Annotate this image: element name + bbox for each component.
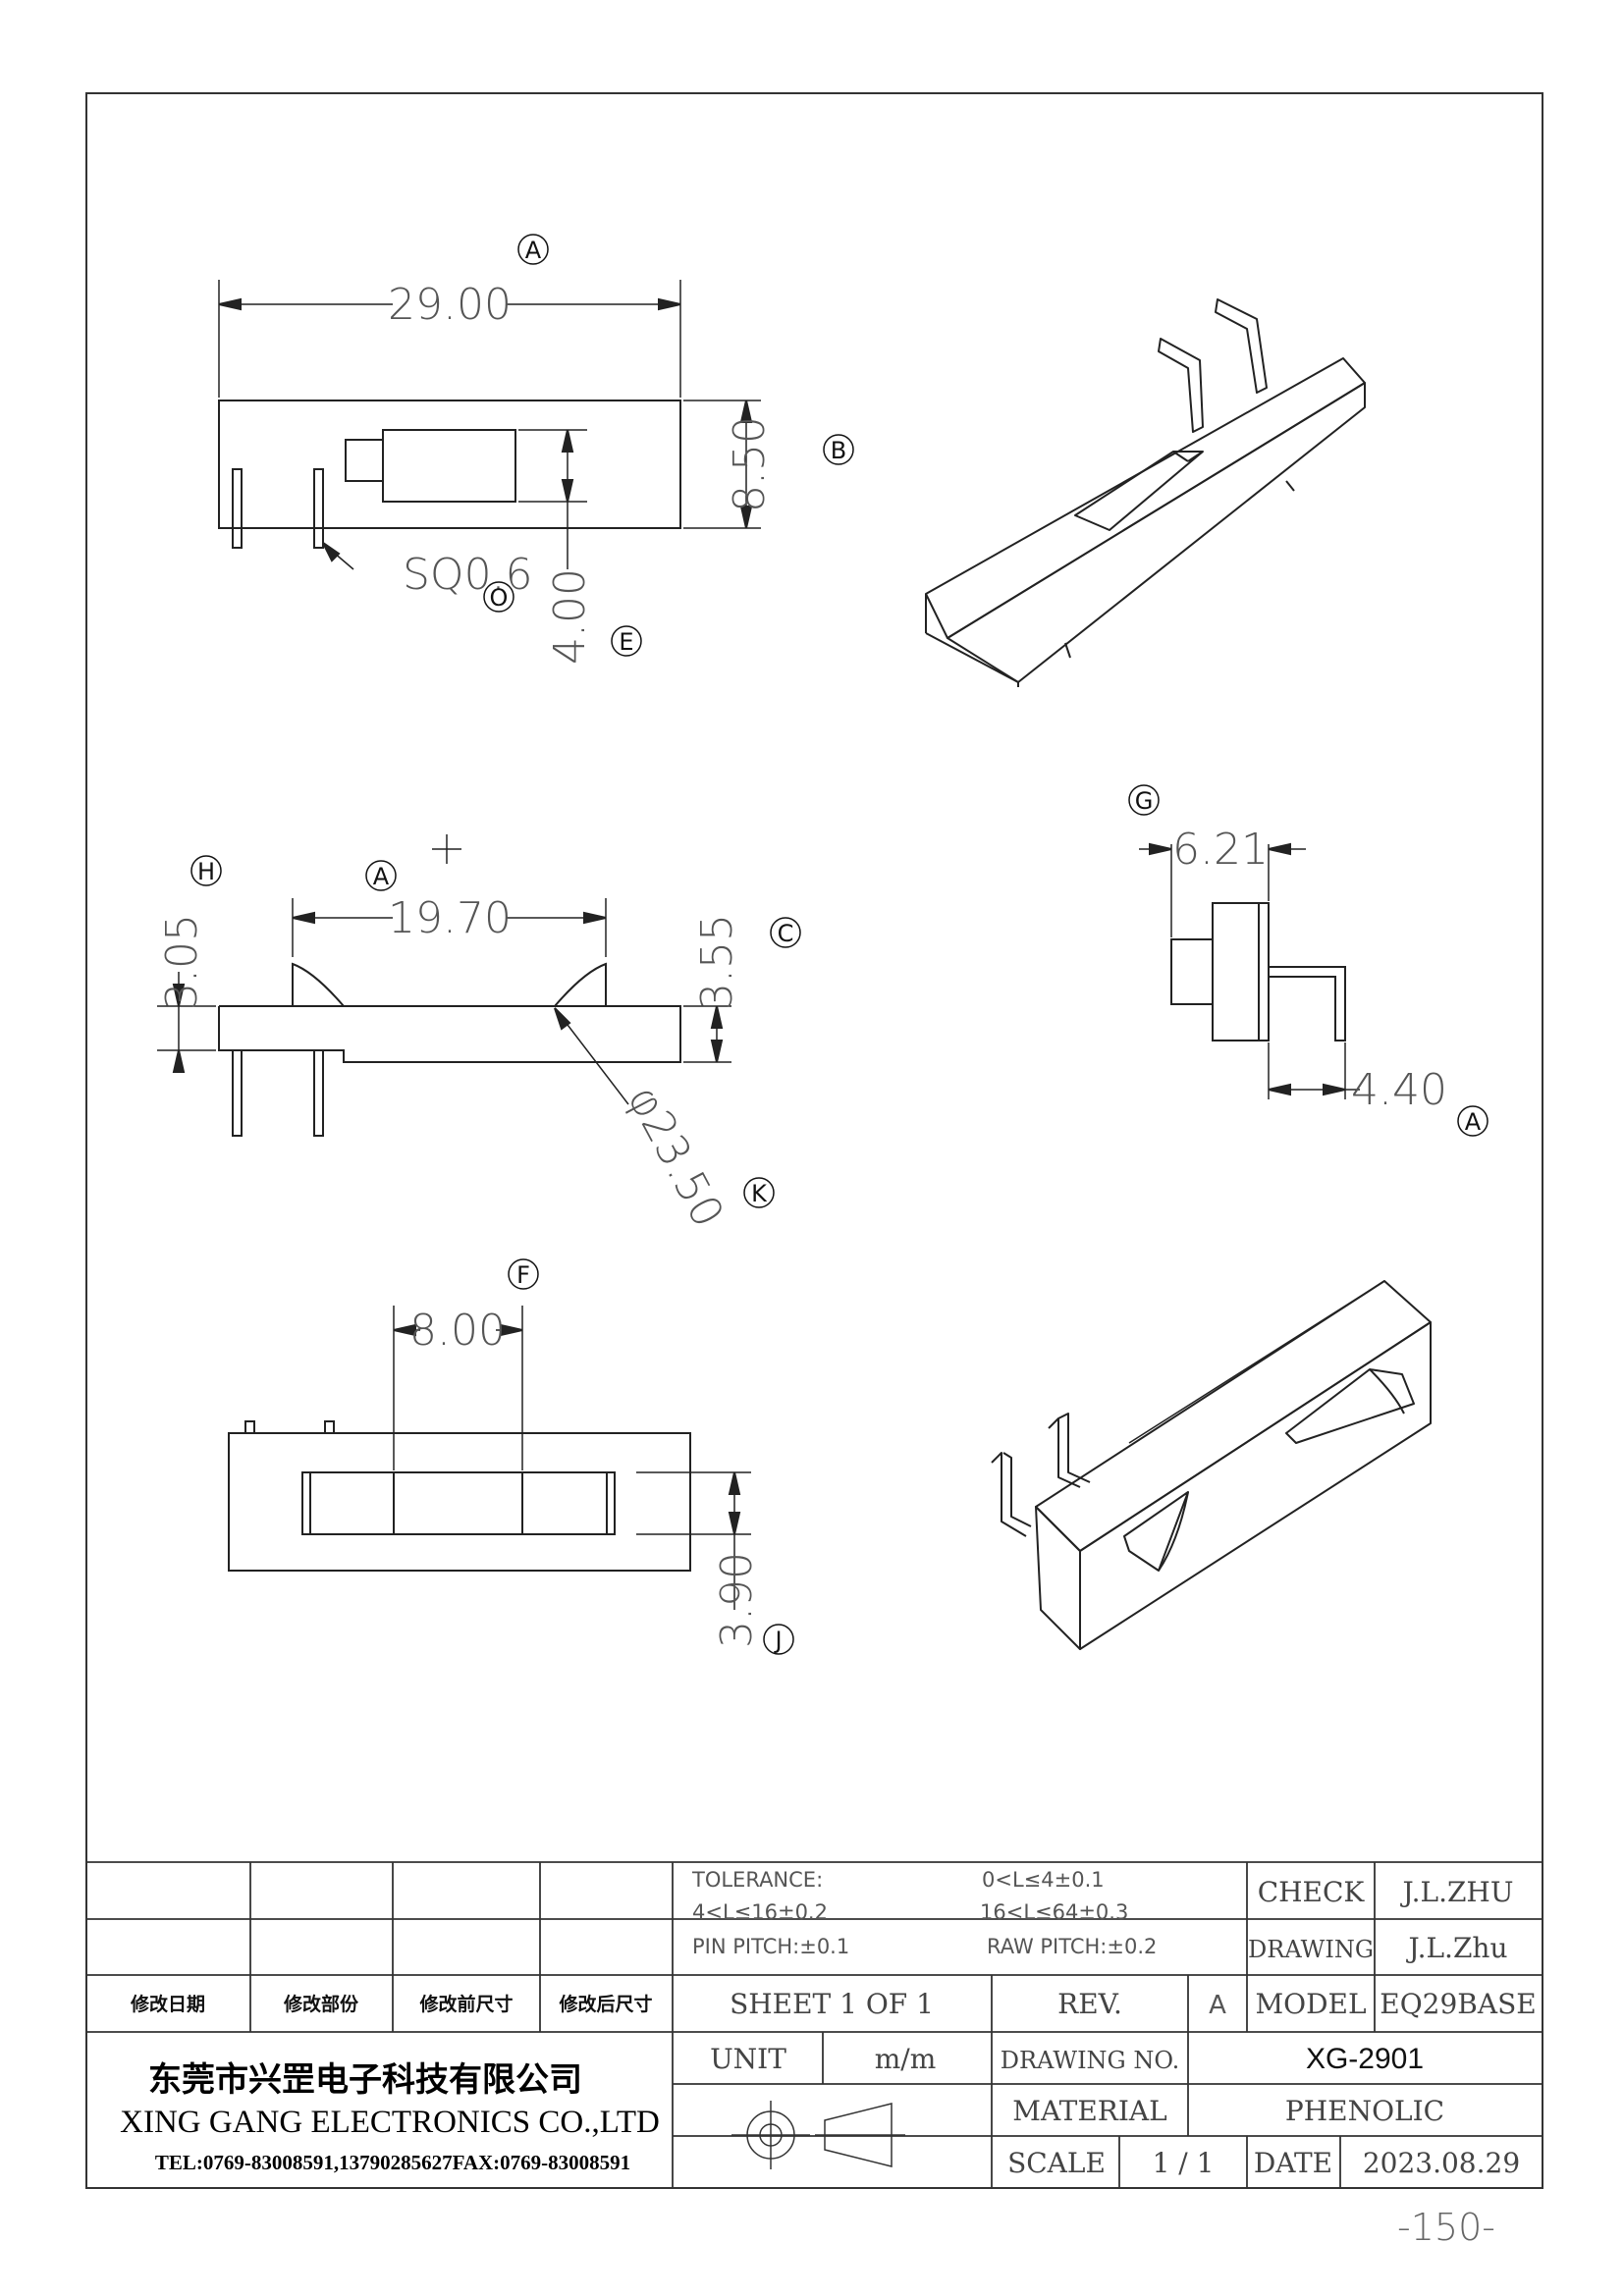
company-name-en: XING GANG ELECTRONICS CO.,LTD [120,2105,660,2140]
svg-text:A: A [1465,1108,1482,1136]
svg-text:C: C [778,920,794,947]
rev-header-before: 修改前尺寸 [418,1993,513,2015]
callout-g: G [1128,784,1160,816]
dim-g621-label: 6.21 [1172,825,1269,875]
dim-slot-label: 4.00 [545,568,595,665]
tolerance-2: 4<L≤16±0.2 [692,1900,828,1924]
pin-pitch: PIN PITCH:±0.1 [692,1935,849,1958]
tolerance-label: TOLERANCE: [691,1868,823,1892]
isometric-view-2 [991,1280,1432,1650]
callout-b: B [823,434,854,465]
sheet-label: SHEET 1 OF 1 [730,1988,934,2020]
material-value: PHENOLIC [1285,2095,1444,2127]
unit-label: UNIT [710,2043,786,2075]
callout-j: J [763,1624,794,1655]
callout-k: K [743,1177,775,1208]
dim-a440-label: 4.40 [1351,1065,1447,1115]
svg-text:K: K [751,1180,768,1207]
drawing-label: DRAWING [1248,1936,1374,1963]
page-number: -150- [1397,2206,1495,2249]
tolerance-3: 16<L≤64±0.3 [980,1900,1128,1924]
check-value: J.L.ZHU [1400,1876,1514,1908]
bottom-view [228,1306,751,1610]
svg-text:F: F [516,1261,530,1289]
dim-span-label: 19.70 [388,893,512,943]
svg-text:A: A [373,863,390,890]
rev-header-after: 修改后尺寸 [558,1993,652,2015]
dim-h355-label: 3.55 [692,914,742,1010]
dim-width-label: 29.00 [388,280,512,330]
scale-label: SCALE [1007,2147,1106,2179]
raw-pitch: RAW PITCH:±0.2 [987,1935,1157,1958]
rev-label: REV. [1057,1988,1122,2020]
callout-a2: A [365,860,397,891]
dim-pin-sq-label: SQ0.6 [403,550,533,600]
check-label: CHECK [1258,1876,1366,1908]
callout-e: E [611,625,642,657]
side-view [1139,842,1360,1099]
dim-f800-label: 8.00 [409,1306,506,1356]
callout-h: H [190,855,222,886]
drawing-value: J.L.Zhu [1406,1932,1508,1964]
unit-value: m/m [875,2043,937,2075]
callout-a1: A [517,234,549,265]
rev-value: A [1209,1991,1226,2020]
drawing-no-value: XG-2901 [1306,2043,1424,2075]
callout-o: O [483,581,514,613]
dim-height-label: 8.50 [725,416,775,512]
sheet-border [85,92,1543,2189]
front-view [157,834,731,1137]
svg-text:E: E [619,628,633,656]
svg-text:B: B [831,437,846,464]
top-view [218,280,761,570]
tolerance-1: 0<L≤4±0.1 [982,1868,1105,1892]
svg-text:G: G [1135,787,1154,815]
model-value: EQ29BASE [1380,1988,1536,2020]
company-tel: TEL:0769-83008591,13790285627FAX:0769-83… [155,2151,630,2174]
svg-text:O: O [490,584,509,612]
callout-a3: A [1457,1105,1489,1137]
date-label: DATE [1254,2147,1332,2179]
drawing-no-label: DRAWING NO. [1001,2047,1180,2074]
rev-header-part: 修改部份 [283,1993,359,2015]
date-value: 2023.08.29 [1363,2147,1520,2179]
model-label: MODEL [1255,1988,1366,2020]
dim-h305-label: 3.05 [157,914,207,1010]
svg-text:H: H [197,858,215,885]
projection-symbol [731,2101,905,2169]
dim-j390-label: 3.90 [712,1552,762,1648]
svg-text:A: A [525,237,542,264]
isometric-view-1 [925,298,1366,687]
svg-text:J: J [773,1627,782,1654]
callout-f: F [508,1258,539,1290]
rev-header-date: 修改日期 [130,1993,205,2015]
title-block [86,1861,1543,2188]
dim-radius-label: φ23.50 [618,1078,733,1236]
callout-c: C [770,917,801,948]
company-name-cn: 东莞市兴罡电子科技有限公司 [148,2060,582,2100]
scale-value: 1 / 1 [1153,2147,1215,2179]
material-label: MATERIAL [1012,2095,1166,2127]
